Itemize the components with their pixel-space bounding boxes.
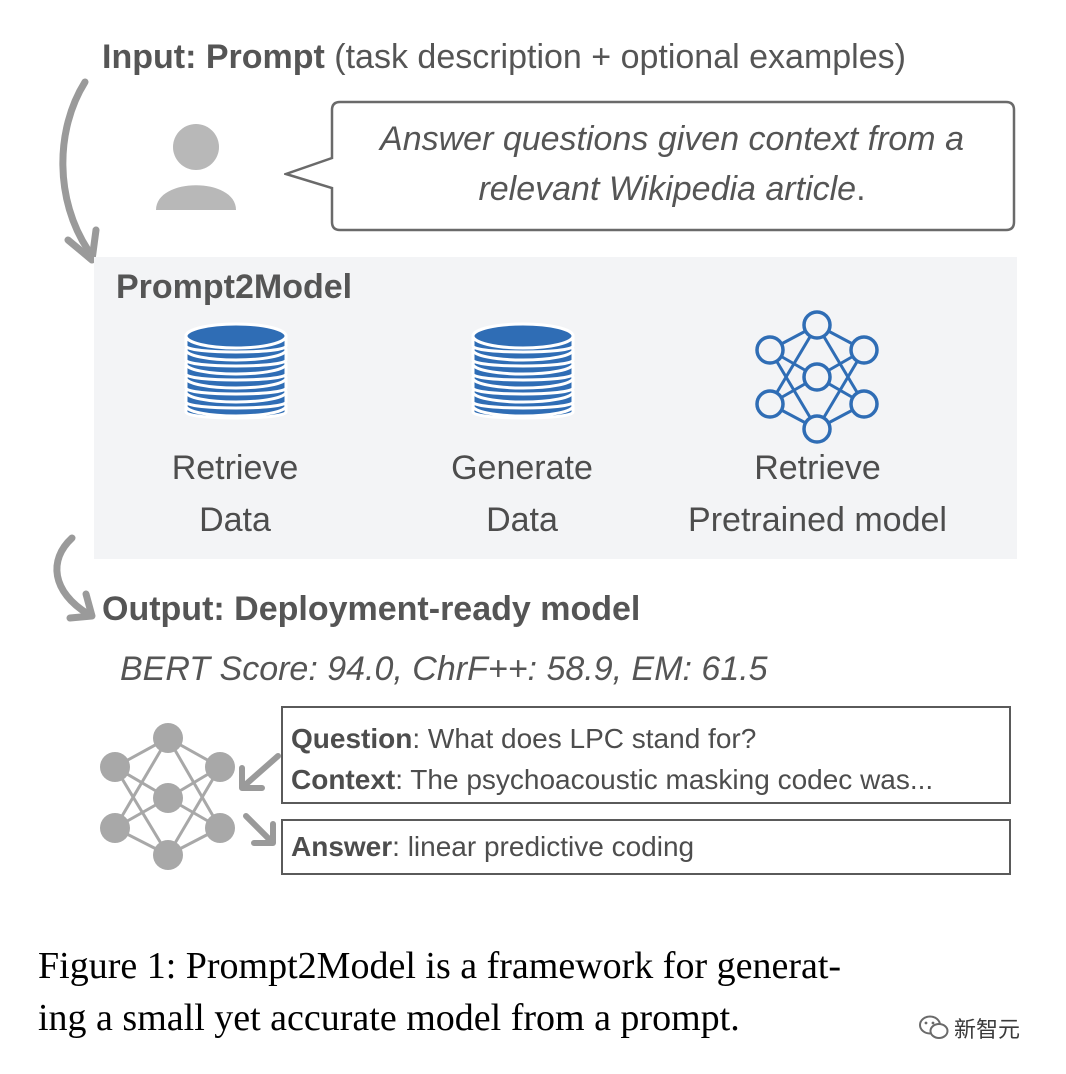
input-detail: (task description + optional examples) [324, 38, 906, 76]
step-label-line: Pretrained model [688, 501, 947, 539]
step-generate-data-label: Generate Data [422, 442, 622, 546]
step-label-line: Data [486, 501, 558, 539]
question-text: : What does LPC stand for? [412, 723, 757, 754]
caption-line-2: ing a small yet accurate model from a pr… [38, 997, 740, 1039]
prompt-text: Answer questions given context from a re… [338, 114, 1006, 214]
arrow-out-icon [243, 813, 276, 846]
step-label-line: Retrieve [171, 449, 299, 487]
answer-label: Answer [291, 831, 393, 862]
qa-answer-box: Answer: linear predictive coding [281, 819, 1011, 875]
arrow-in-icon [239, 753, 281, 791]
wechat-icon [919, 1015, 949, 1039]
speech-bubble [284, 100, 1016, 232]
curved-arrow-icon [53, 534, 96, 622]
input-label: Input: Prompt [102, 38, 325, 76]
figure-caption: Figure 1: Prompt2Model is a framework fo… [38, 940, 1038, 1044]
step-label-line: Data [199, 501, 271, 539]
step-label-line: Generate [451, 449, 593, 487]
context-text: : The psychoacoustic masking codec was..… [395, 764, 934, 795]
caption-line-1: Figure 1: Prompt2Model is a framework fo… [38, 945, 842, 987]
step-label-line: Retrieve [754, 449, 881, 487]
answer-text: : linear predictive coding [392, 831, 695, 862]
pipeline-title: Prompt2Model [116, 268, 353, 306]
question-label: Question [291, 723, 413, 754]
question-row: Question: What does LPC stand for? [291, 718, 1009, 759]
qa-input-box: Question: What does LPC stand for? Conte… [281, 706, 1011, 804]
prompt-line-1: Answer questions given context from a [380, 120, 964, 158]
database-icon [184, 322, 288, 420]
output-heading: Output: Deployment-ready model [102, 590, 641, 628]
database-icon [471, 322, 575, 420]
watermark-text: 新智元 [954, 1018, 1021, 1043]
neural-network-icon [100, 723, 235, 870]
context-label: Context [291, 764, 396, 795]
prompt-line-2: relevant Wikipedia article [478, 170, 857, 208]
context-row: Context: The psychoacoustic masking code… [291, 759, 1009, 800]
curved-arrow-icon [59, 78, 100, 264]
step-retrieve-model-label: Retrieve Pretrained model [660, 442, 975, 546]
metrics-text: BERT Score: 94.0, ChrF++: 58.9, EM: 61.5 [120, 650, 768, 688]
step-retrieve-data-label: Retrieve Data [135, 442, 335, 546]
user-icon [156, 124, 236, 210]
neural-network-icon [755, 310, 879, 444]
input-heading: Input: Prompt (task description + option… [102, 38, 906, 77]
